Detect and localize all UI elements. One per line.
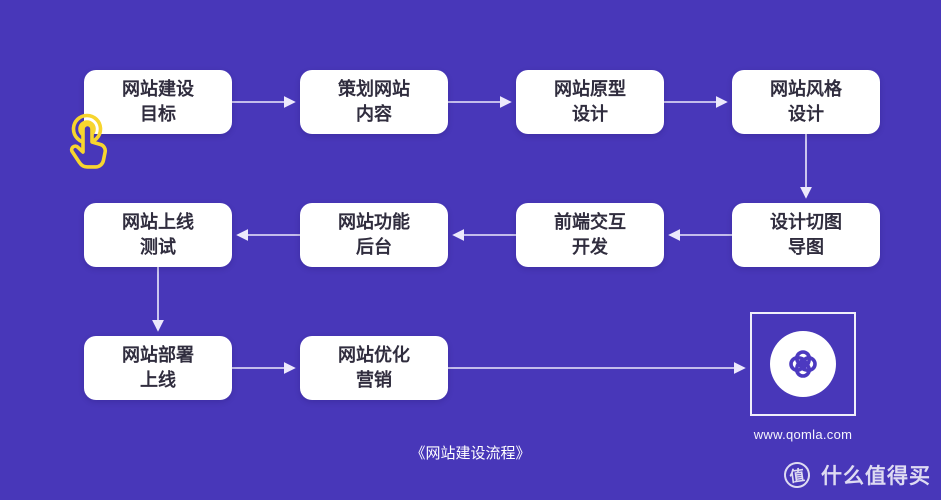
node-label-line: 前端交互 <box>554 212 626 232</box>
tap-hand-icon <box>60 108 118 179</box>
smzdm-watermark: 值 什么值得买 <box>782 460 931 490</box>
node-label-line: 设计切图 <box>770 212 842 232</box>
diagram-caption: 《网站建设流程》 <box>410 445 531 462</box>
node-label-line: 开发 <box>572 237 608 257</box>
zhi-coin-icon: 值 <box>782 460 812 490</box>
node-label-line: 营销 <box>356 370 392 390</box>
flow-node-test: 网站上线 测试 <box>84 203 232 267</box>
node-label-line: 导图 <box>788 237 824 257</box>
node-label-line: 网站部署 <box>122 345 194 365</box>
flow-node-backend: 网站功能 后台 <box>300 203 448 267</box>
flow-node-plan: 策划网站 内容 <box>300 70 448 134</box>
logo-frame <box>750 312 856 416</box>
node-label-line: 网站原型 <box>554 79 626 99</box>
node-label-line: 网站风格 <box>770 79 842 99</box>
node-label-line: 网站功能 <box>338 212 410 232</box>
logo-url-text: www.qomla.com <box>753 427 853 442</box>
flow-node-slicing: 设计切图 导图 <box>732 203 880 267</box>
flow-node-prototype: 网站原型 设计 <box>516 70 664 134</box>
node-label-line: 上线 <box>140 370 176 390</box>
node-label-line: 目标 <box>140 104 176 124</box>
node-label-line: 设计 <box>788 104 824 124</box>
node-label-line: 策划网站 <box>338 79 410 99</box>
node-label-line: 网站建设 <box>122 79 194 99</box>
flow-node-frontend: 前端交互 开发 <box>516 203 664 267</box>
flow-node-goal: 网站建设 目标 <box>84 70 232 134</box>
flow-node-style: 网站风格 设计 <box>732 70 880 134</box>
qomla-clover-logo-icon <box>770 331 836 397</box>
flow-node-deploy: 网站部署 上线 <box>84 336 232 400</box>
node-label-line: 设计 <box>572 104 608 124</box>
node-label-line: 网站上线 <box>122 212 194 232</box>
node-label-line: 测试 <box>140 237 176 257</box>
watermark-text: 什么值得买 <box>821 465 931 488</box>
node-label-line: 网站优化 <box>338 345 410 365</box>
flow-node-marketing: 网站优化 营销 <box>300 336 448 400</box>
node-label-line: 内容 <box>356 104 392 124</box>
node-label-line: 后台 <box>356 237 392 257</box>
